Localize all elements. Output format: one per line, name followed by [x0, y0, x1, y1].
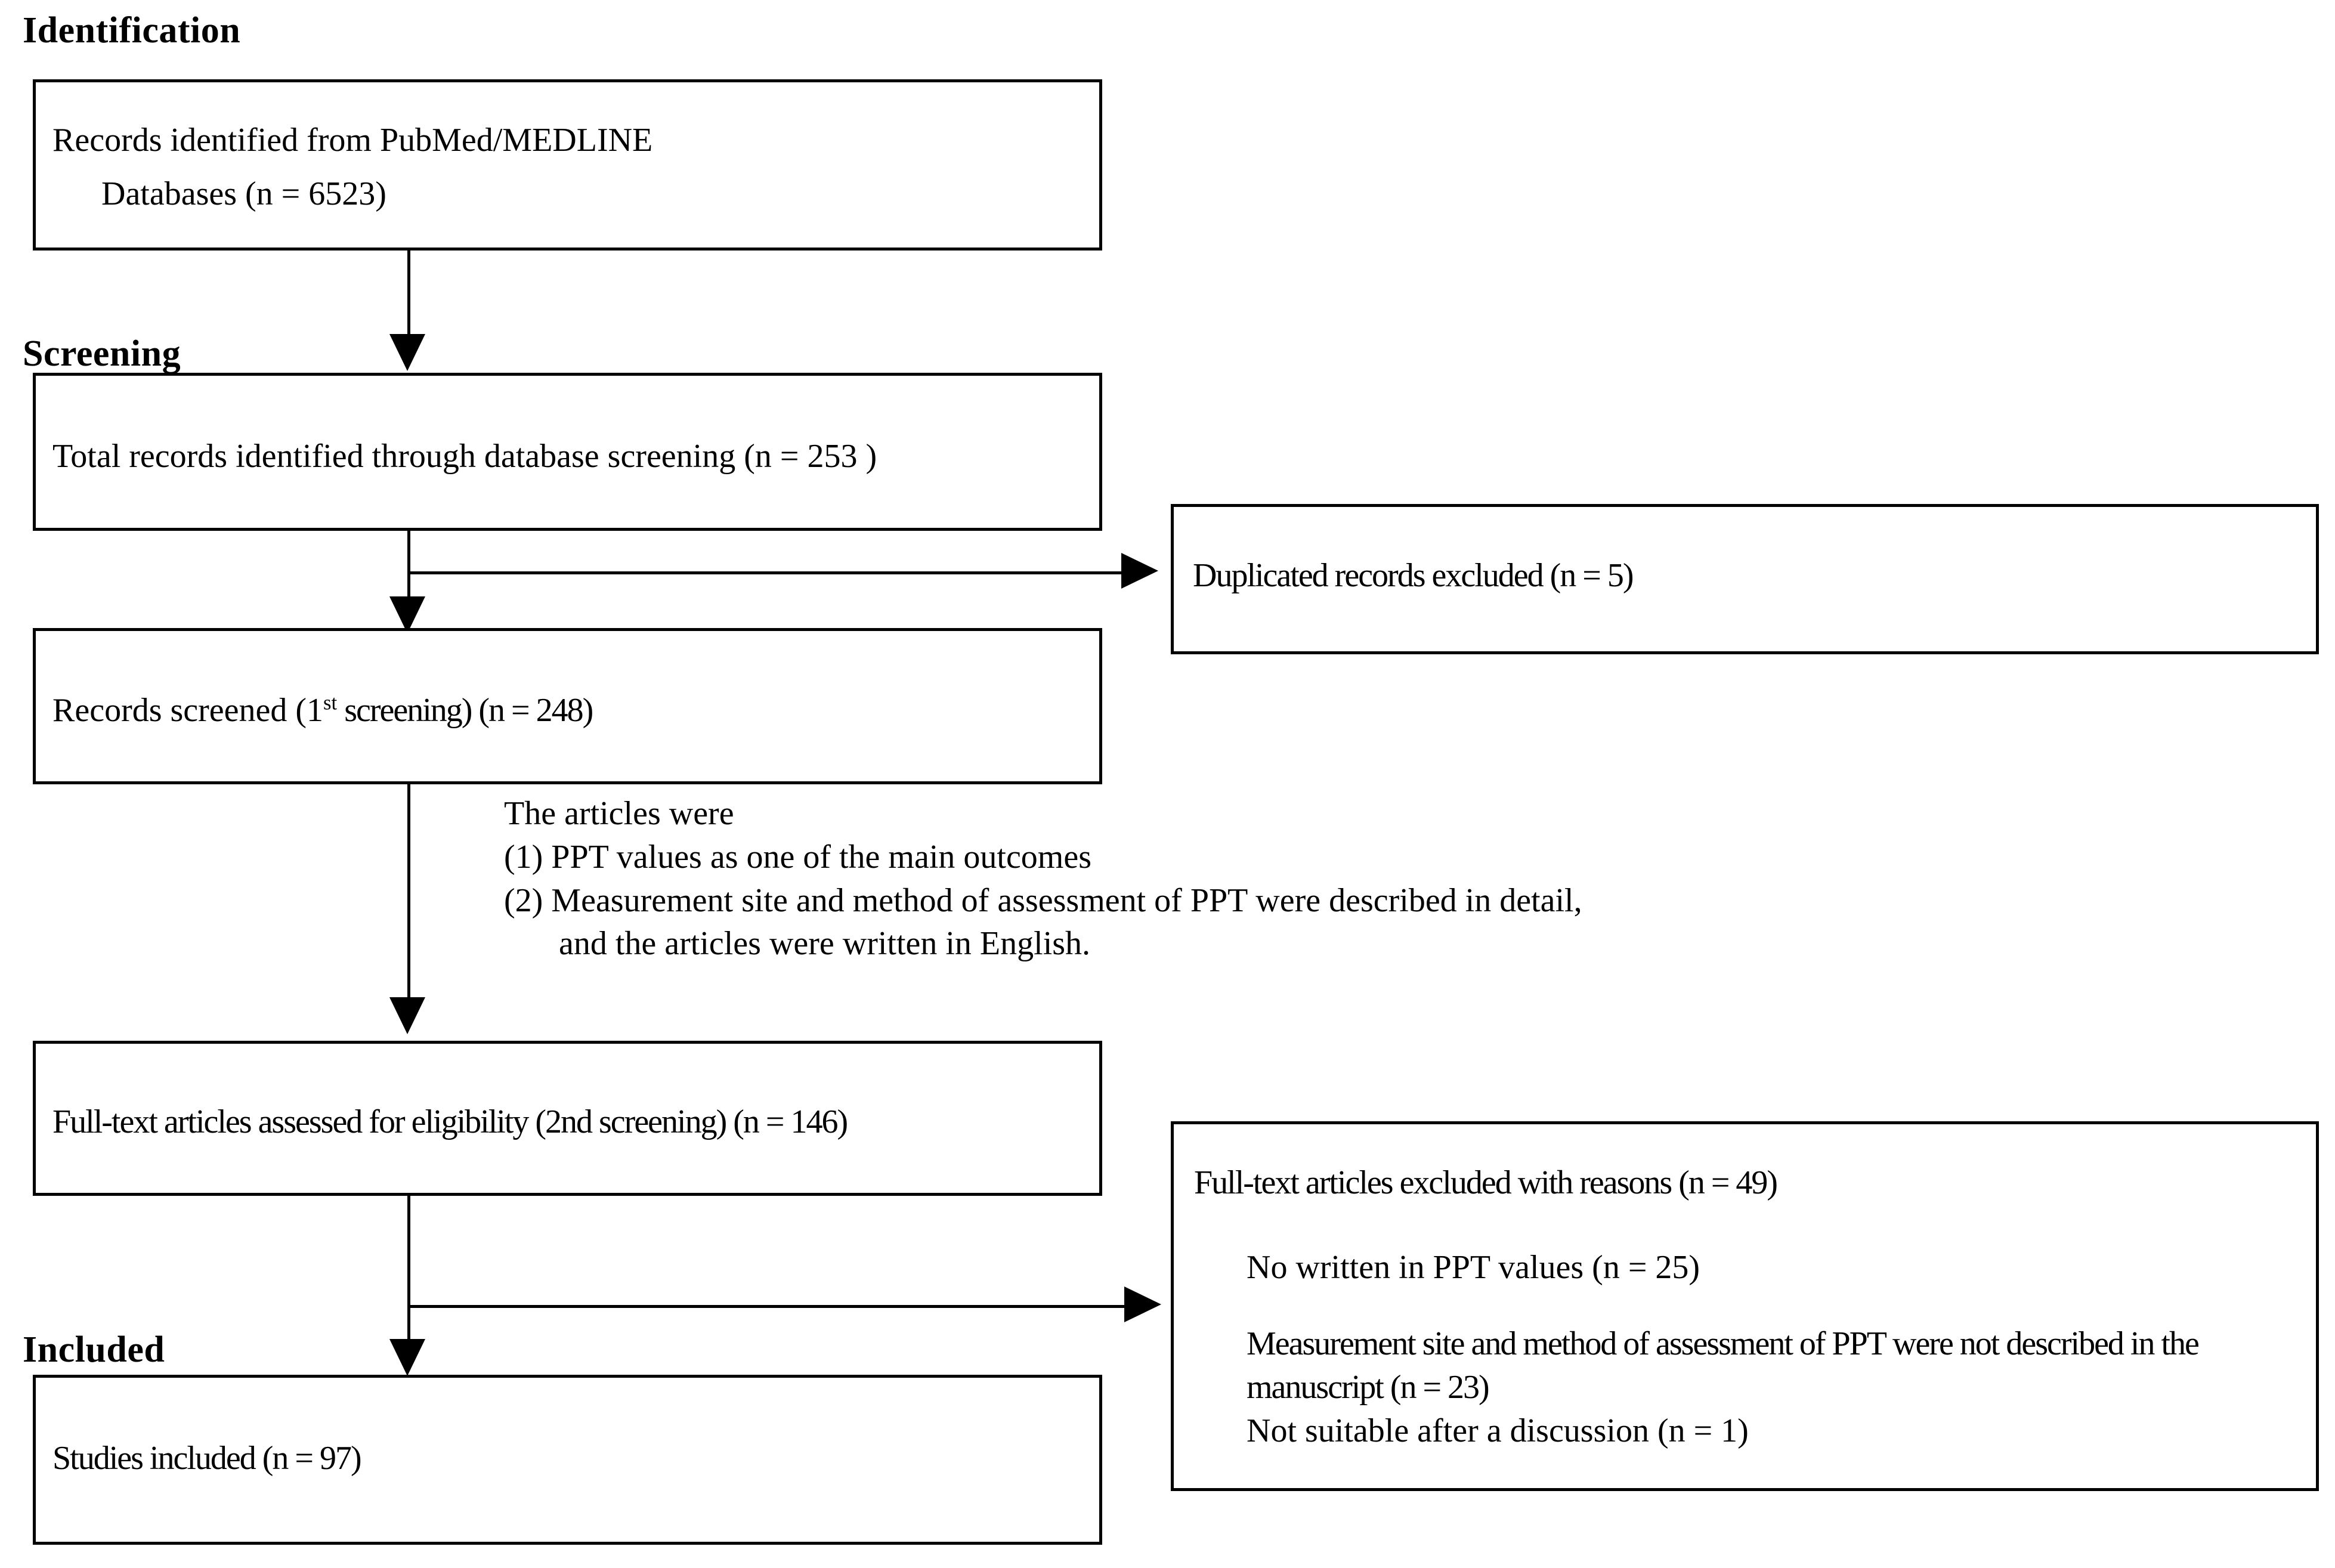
box-studies-included: Studies included (n = 97) [33, 1375, 1102, 1545]
stage-label-included: Included [23, 1329, 165, 1370]
arrowhead-total-to-duplicates [1121, 553, 1158, 589]
total-records-text: Total records identified through databas… [52, 438, 877, 475]
records-identified-line2: Databases (n = 6523) [101, 175, 386, 212]
connector-screened-to-fulltext [407, 784, 410, 1008]
connector-fulltext-to-included [407, 1196, 410, 1368]
fulltext-excluded-heading: Full-text articles excluded with reasons… [1194, 1164, 1778, 1201]
records-screened-text: Records screened (1st screening) (n = 24… [52, 689, 593, 732]
box-fulltext-excluded: Full-text articles excluded with reasons… [1171, 1121, 2319, 1491]
connector-total-to-screened [407, 531, 410, 619]
arrowhead-identified-to-total [389, 334, 425, 371]
arrowhead-screened-to-fulltext [389, 997, 425, 1034]
exclusion-reason-1: No written in PPT values (n = 25) [1247, 1249, 1700, 1286]
arrowhead-fulltext-to-exclusions [1124, 1286, 1161, 1322]
inclusion-criteria-block: The articles were (1) PPT values as one … [504, 792, 1582, 966]
criteria-item-2: (2) Measurement site and method of asses… [504, 882, 1582, 919]
exclusion-reason-2: Measurement site and method of assessmen… [1247, 1325, 2200, 1406]
duplicates-excluded-text: Duplicated records excluded (n = 5) [1193, 557, 1634, 594]
criteria-item-2-continued: and the articles were written in English… [559, 925, 1091, 963]
records-screened-suffix: screening) (n = 248) [337, 692, 593, 729]
arrowhead-fulltext-to-included [389, 1339, 425, 1376]
exclusion-reason-3: Not suitable after a discussion (n = 1) [1247, 1412, 1749, 1449]
criteria-intro: The articles were [504, 795, 734, 832]
records-identified-line1: Records identified from PubMed/MEDLINE [52, 122, 653, 159]
records-screened-superscript: st [323, 691, 338, 715]
arrowhead-total-to-screened [389, 596, 425, 633]
fulltext-assessed-text: Full-text articles assessed for eligibil… [52, 1103, 848, 1140]
criteria-item-1: (1) PPT values as one of the main outcom… [504, 838, 1092, 876]
box-total-records: Total records identified through databas… [33, 373, 1102, 531]
connector-identified-to-total [407, 250, 410, 337]
stage-label-screening: Screening [23, 333, 181, 374]
box-records-identified: Records identified from PubMed/MEDLINE D… [33, 79, 1102, 250]
box-records-screened: Records screened (1st screening) (n = 24… [33, 628, 1102, 784]
connector-total-to-duplicates [407, 571, 1123, 574]
box-fulltext-assessed: Full-text articles assessed for eligibil… [33, 1041, 1102, 1196]
studies-included-text: Studies included (n = 97) [52, 1440, 362, 1477]
records-screened-prefix: Records screened (1 [52, 692, 324, 729]
stage-label-identification: Identification [23, 10, 241, 51]
box-duplicates-excluded: Duplicated records excluded (n = 5) [1171, 504, 2319, 654]
connector-fulltext-to-exclusions [407, 1305, 1126, 1308]
